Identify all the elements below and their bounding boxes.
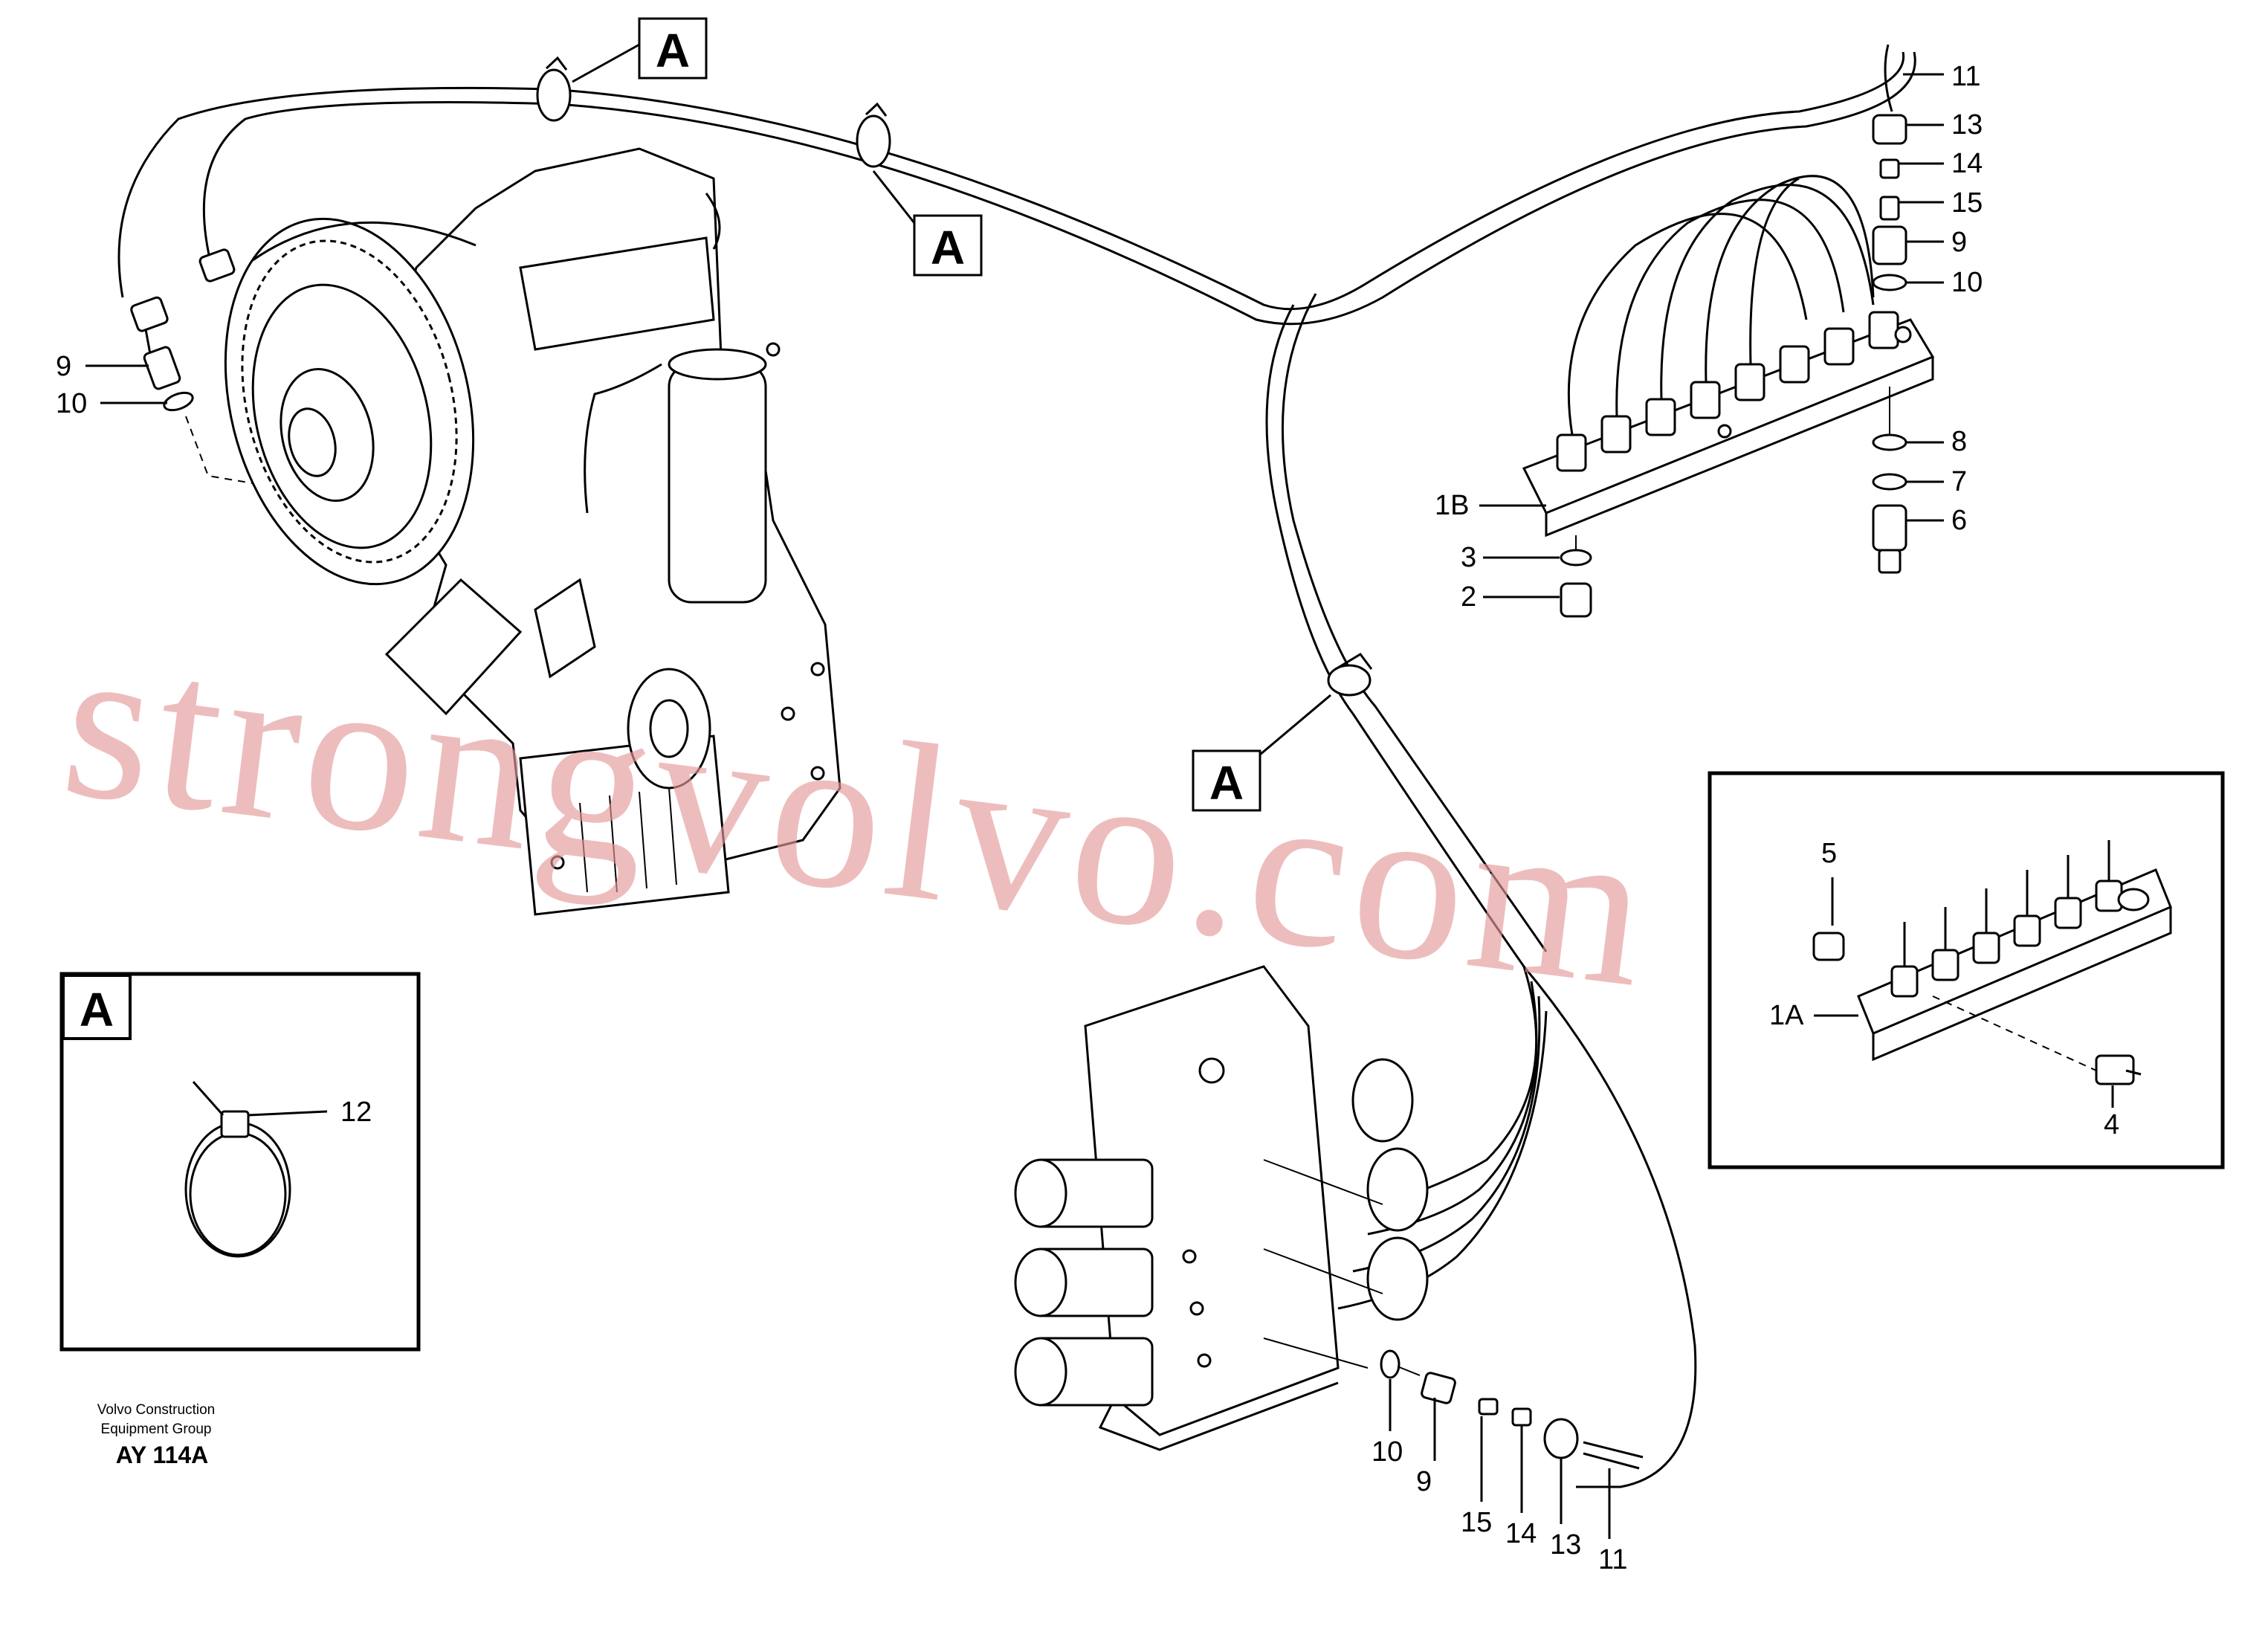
svg-text:10: 10 — [1372, 1436, 1403, 1468]
detail-box-a: A 12 — [59, 972, 421, 1352]
svg-text:13: 13 — [1550, 1529, 1581, 1561]
svg-text:11: 11 — [1951, 61, 1980, 92]
hose-clamp-middle — [856, 102, 891, 168]
svg-text:Volvo Construction: Volvo Construction — [97, 1402, 215, 1418]
svg-text:9: 9 — [1416, 1466, 1432, 1497]
svg-text:A: A — [656, 24, 690, 77]
drawing-code: AY 114A — [116, 1442, 209, 1468]
svg-text:9: 9 — [56, 351, 71, 382]
detail-box-1a: 5 1A 4 — [1708, 771, 2225, 1169]
manifold-1b — [1522, 175, 1935, 538]
svg-text:3: 3 — [1461, 542, 1476, 573]
svg-text:6: 6 — [1951, 505, 1967, 536]
svg-text:14: 14 — [1951, 148, 1983, 179]
svg-text:13: 13 — [1951, 109, 1983, 141]
svg-text:Equipment Group: Equipment Group — [101, 1421, 212, 1437]
svg-text:A: A — [1209, 756, 1244, 810]
right-fitting-stack — [1872, 44, 1907, 574]
transmission-assembly — [224, 147, 841, 916]
label-1a: 1A — [1769, 1000, 1804, 1031]
svg-text:8: 8 — [1951, 426, 1967, 457]
labels-left-fitting: 9 10 — [56, 351, 167, 419]
svg-text:11: 11 — [1598, 1544, 1627, 1575]
svg-text:14: 14 — [1505, 1518, 1537, 1549]
detail-box-a-title: A — [80, 983, 114, 1036]
svg-text:1B: 1B — [1435, 490, 1469, 521]
left-fitting — [130, 248, 253, 484]
callout-a-middle: A — [872, 170, 983, 277]
watermark: strongvolvo.com — [52, 595, 1664, 1035]
labels-manifold-1b: 1B 3 2 — [1435, 490, 1560, 613]
publisher-credit: Volvo Construction Equipment Group AY 11… — [97, 1402, 215, 1468]
hose-clamp-left — [536, 56, 572, 122]
svg-text:15: 15 — [1951, 187, 1983, 219]
control-valve — [1014, 965, 1429, 1451]
callout-a-lower: A — [1192, 694, 1331, 812]
svg-text:10: 10 — [56, 388, 87, 419]
bottom-fitting-row — [1380, 1349, 1644, 1470]
svg-text:15: 15 — [1461, 1507, 1492, 1538]
labels-bottom-row: 10 9 15 14 13 11 — [1372, 1379, 1627, 1575]
label-12: 12 — [340, 1097, 372, 1128]
label-5: 5 — [1821, 838, 1837, 869]
svg-text:A: A — [931, 221, 965, 274]
svg-text:9: 9 — [1951, 227, 1967, 258]
callout-a-top: A — [572, 17, 708, 83]
plug-and-seal — [1560, 535, 1592, 618]
svg-text:10: 10 — [1951, 267, 1983, 298]
svg-text:2: 2 — [1461, 581, 1476, 613]
labels-right-column: 11 13 14 15 9 10 8 7 6 — [1899, 61, 1983, 536]
svg-text:7: 7 — [1951, 466, 1967, 497]
label-4: 4 — [2104, 1109, 2119, 1140]
